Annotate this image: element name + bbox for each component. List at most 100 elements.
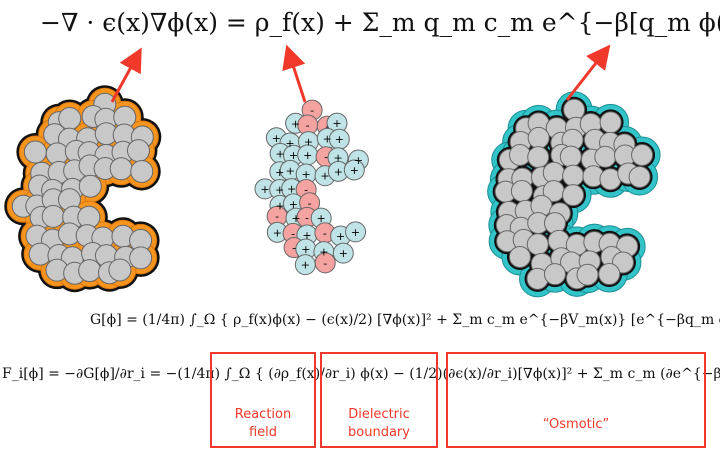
charge-symbol: + xyxy=(335,133,344,146)
charge-symbol: + xyxy=(289,198,298,211)
atom xyxy=(598,263,621,286)
charge-symbol: + xyxy=(260,183,269,196)
charge-symbol: + xyxy=(339,247,348,260)
ion-accessible-molecule xyxy=(487,91,661,298)
label-line: field xyxy=(248,425,278,440)
charge-symbol: - xyxy=(310,104,314,117)
dielectric-molecule xyxy=(4,85,162,293)
atom xyxy=(543,263,566,286)
atom xyxy=(108,258,132,282)
charge-symbol: + xyxy=(323,132,332,145)
charge-symbol: + xyxy=(301,259,310,272)
atom xyxy=(628,165,651,188)
charge-symbol: + xyxy=(304,136,313,149)
charge-symbol: + xyxy=(351,226,360,239)
osmotic-label: “Osmotic” xyxy=(542,417,610,432)
charge-symbol: + xyxy=(302,229,311,242)
charge-symbol: + xyxy=(289,149,298,162)
charge-symbol: - xyxy=(325,120,329,133)
charge-symbol: - xyxy=(306,119,310,132)
positive-atom xyxy=(332,242,354,264)
label-line: Reaction xyxy=(234,407,292,422)
atom xyxy=(129,246,153,270)
charge-symbol: - xyxy=(323,227,327,240)
atom xyxy=(527,146,550,169)
f-rhs: = −(1/4π) ∫_Ω { (∂ρ_f(x)/∂r_i) ϕ(x) − (1… xyxy=(149,366,720,382)
atom xyxy=(78,174,102,198)
charge-symbol: + xyxy=(303,149,312,162)
atom xyxy=(126,139,150,163)
charge-symbol: - xyxy=(291,227,295,240)
atom xyxy=(559,145,582,168)
label-line: Dielectric xyxy=(348,407,410,422)
positive-atom xyxy=(343,159,365,181)
charge-symbols: -+--+++++++++-+++++++++++-++--+-++-+-++-… xyxy=(260,104,363,272)
charge-symbol: + xyxy=(350,164,359,177)
arrow-ions xyxy=(565,44,611,101)
arrow-charge xyxy=(282,44,307,103)
charge-symbol: + xyxy=(319,246,328,259)
charge-symbol: + xyxy=(334,165,343,178)
charge-symbol: + xyxy=(287,183,296,196)
charge-symbol: + xyxy=(286,164,295,177)
atom xyxy=(510,180,533,203)
atom xyxy=(130,159,154,183)
charge-symbol: - xyxy=(323,257,327,270)
charge-symbol: + xyxy=(302,168,311,181)
charge-symbol: + xyxy=(333,152,342,165)
atom xyxy=(576,263,599,286)
force-equation: F_i[ϕ] = −∂G[ϕ]/∂r_i = −(1/4π) ∫_Ω { (∂ρ… xyxy=(2,366,720,382)
charge-symbol: - xyxy=(275,210,279,223)
atom xyxy=(599,111,622,134)
poisson-boltzmann-equation: −∇ · ϵ(x)∇ϕ(x) = ρ_f(x) + Σ_m q_m c_m e^… xyxy=(40,8,720,37)
atom xyxy=(508,143,531,166)
charge-symbol: - xyxy=(305,211,309,224)
charge-symbol: - xyxy=(304,184,308,197)
atom xyxy=(526,233,549,256)
free-energy-equation: G[ϕ] = (1/4π) ∫_Ω { ρ_f(x)ϕ(x) − (ϵ(x)/2… xyxy=(90,312,720,328)
charge-symbol: + xyxy=(275,199,284,212)
charge-symbol: - xyxy=(324,151,328,164)
charge-symbol: + xyxy=(332,117,341,130)
reaction-field-box xyxy=(210,352,316,448)
arrow-dielectric xyxy=(110,47,142,103)
charge-symbol: + xyxy=(291,117,300,130)
atom xyxy=(109,157,133,181)
charge-symbol: + xyxy=(336,230,345,243)
atom xyxy=(78,259,102,283)
osmotic-box xyxy=(446,352,706,448)
charge-symbol: + xyxy=(317,212,326,225)
reaction-field-label: Reaction field xyxy=(210,406,316,442)
charge-symbol: + xyxy=(272,132,281,145)
charge-symbol: + xyxy=(275,183,284,196)
atom xyxy=(562,164,585,187)
charge-symbol: + xyxy=(273,226,282,239)
charge-symbol: + xyxy=(301,243,310,256)
dielectric-boundary-box xyxy=(320,352,438,448)
atom xyxy=(594,145,617,168)
g-rhs: = (1/4π) ∫_Ω { ρ_f(x)ϕ(x) − (ϵ(x)/2) [∇ϕ… xyxy=(126,312,720,328)
dielectric-boundary-label: Dielectric boundary xyxy=(320,406,438,442)
atom xyxy=(631,144,654,167)
atom xyxy=(562,184,585,207)
charge-symbol: + xyxy=(291,212,300,225)
negative-atom xyxy=(314,252,336,274)
label-line: boundary xyxy=(348,425,410,440)
charge-symbol: - xyxy=(308,197,312,210)
charge-symbol: + xyxy=(285,137,294,150)
charge-symbol: - xyxy=(292,242,296,255)
charge-symbol: + xyxy=(320,170,329,183)
charged-molecule xyxy=(254,99,369,276)
charge-symbol: + xyxy=(275,166,284,179)
charge-symbol: + xyxy=(276,147,285,160)
atom xyxy=(508,245,531,268)
f-lhs: F_i[ϕ] = −∂G[ϕ]/∂r_i xyxy=(2,366,146,382)
atom xyxy=(41,204,65,228)
g-lhs: G[ϕ] xyxy=(90,312,122,328)
atom xyxy=(527,126,550,149)
charge-symbol: + xyxy=(354,154,363,167)
positive-atom xyxy=(345,221,367,243)
atom xyxy=(23,140,47,164)
